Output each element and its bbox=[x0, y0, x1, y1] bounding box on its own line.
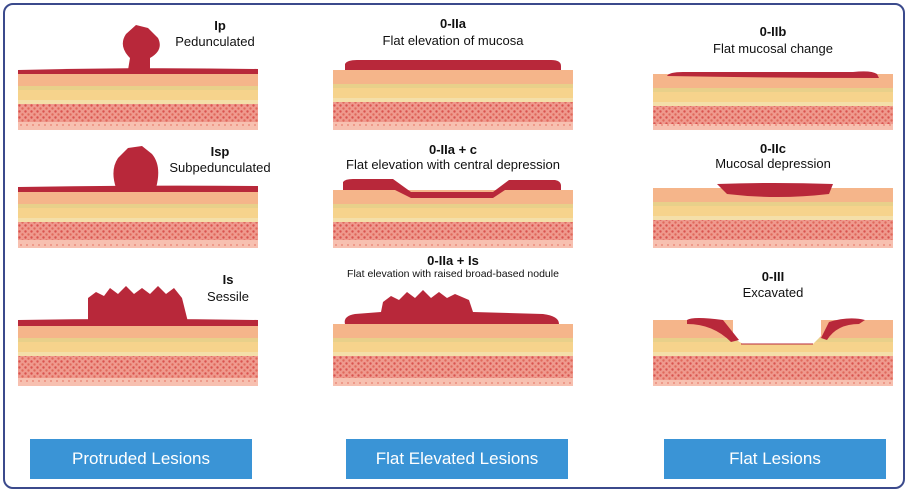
tissue-is bbox=[18, 276, 258, 386]
tissue-iiais bbox=[333, 278, 573, 388]
tissue-ip bbox=[18, 20, 258, 130]
tissue-isp bbox=[18, 140, 258, 250]
tissue-iic bbox=[653, 140, 893, 250]
protruded-lesions-button: Protruded Lesions bbox=[30, 439, 252, 479]
flat-lesions-button: Flat Lesions bbox=[664, 439, 886, 479]
tissue-iia bbox=[333, 20, 573, 130]
tissue-iiac bbox=[333, 140, 573, 250]
label-code-iiais: 0-IIa + Is bbox=[408, 253, 498, 268]
tissue-iib bbox=[653, 20, 893, 130]
flat-elevated-lesions-button: Flat Elevated Lesions bbox=[346, 439, 568, 479]
tissue-iii bbox=[653, 278, 893, 388]
